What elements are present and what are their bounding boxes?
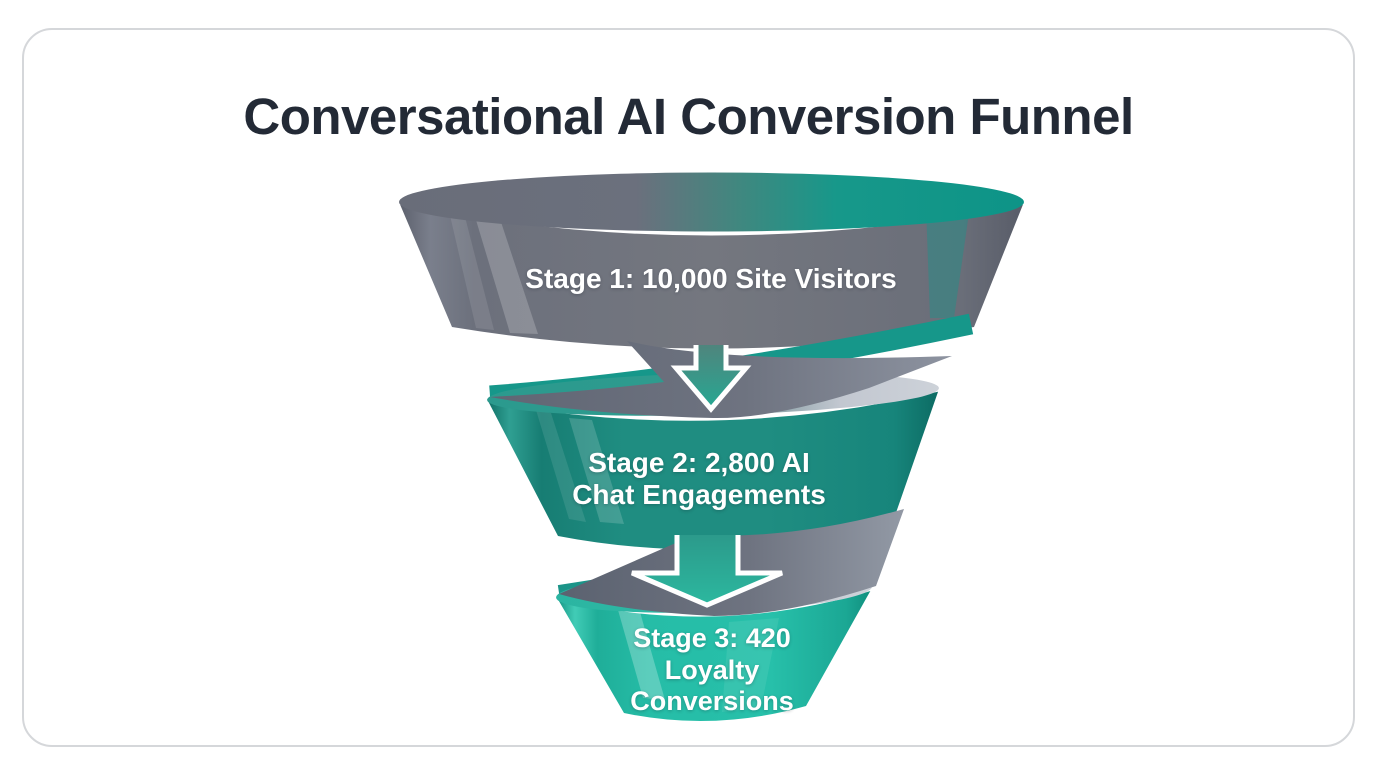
stage-3-label: Stage 3: 420 Loyalty Conversions: [630, 622, 794, 716]
stage-1-teal-reflection: [926, 206, 970, 318]
stage-2-gloss-streak-2: [536, 410, 586, 522]
stage-2-label: Stage 2: 2,800 AI Chat Engagements: [572, 447, 826, 510]
page-title: Conversational AI Conversion Funnel: [243, 88, 1134, 145]
stage-1-gloss-streak: [476, 220, 538, 334]
stage-1-mouth: [399, 172, 1024, 232]
stage-3-gloss-streak-2: [722, 618, 779, 712]
stage-3-body: [556, 588, 872, 722]
stage-3-gloss-streak: [618, 610, 665, 700]
stage-2-gloss-streak: [569, 418, 624, 524]
stage-1-body: [399, 202, 1024, 349]
funnel-chart: [398, 172, 1025, 722]
stage-1-gloss-streak-2: [449, 211, 494, 330]
stage-1-label: Stage 1: 10,000 Site Visitors: [525, 263, 897, 294]
content-card: Conversational AI Conversion Funnel: [22, 28, 1355, 747]
funnel-stage-1: [398, 172, 1025, 349]
stage-2-body: [487, 389, 939, 550]
down-arrow-2-icon: [631, 535, 783, 608]
down-arrow-1-icon: [670, 345, 752, 413]
